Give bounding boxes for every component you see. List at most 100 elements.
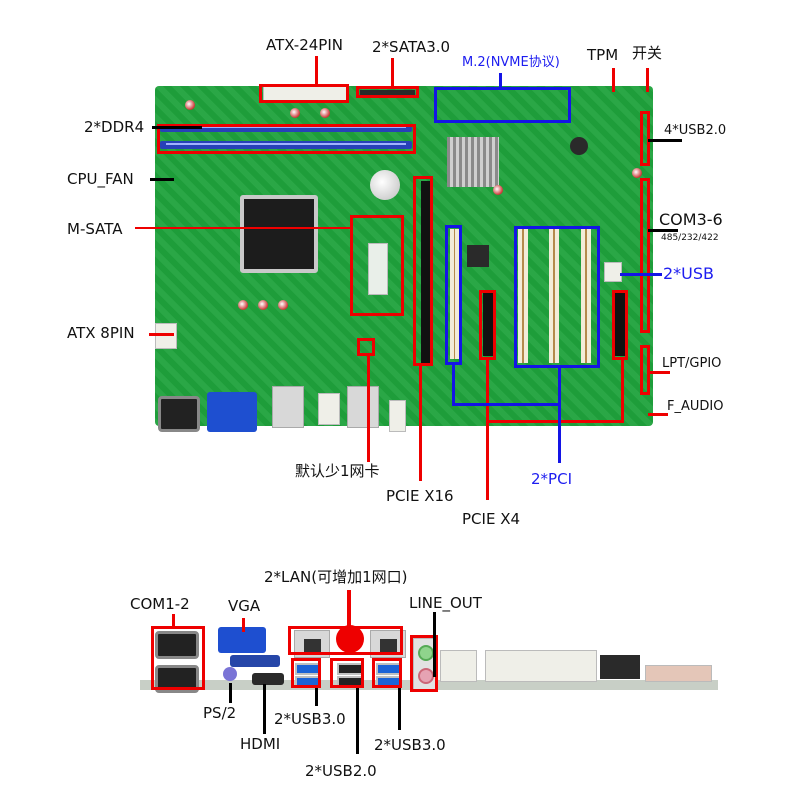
nic-note-label: 默认少1网卡 [295,462,380,480]
usb30-left-leader [315,688,318,706]
cpu-fan-label: CPU_FAN [67,170,134,188]
usb30-left-highlight [291,658,321,688]
vga-leader [242,618,245,632]
hdmi-leader [263,684,266,734]
line-out-highlight [410,635,438,692]
capacitor [238,300,248,310]
io-chip [467,245,489,267]
pcie-x4-label: PCIE X4 [462,510,521,528]
lan-port-1 [294,630,330,658]
capacitor [278,300,288,310]
pcie-x1-highlight [612,290,628,360]
lan-port-2-jack [379,638,397,652]
cpu-socket [240,195,318,273]
board-usb-port [318,393,340,425]
pci-slot-1 [518,229,528,363]
msata-highlight [350,215,404,316]
com36-leader [648,229,678,232]
usb-internal-label: 2*USB [663,264,715,283]
cmos-battery [370,170,400,200]
atx24-highlight [259,84,349,103]
hdmi-label: HDMI [240,735,281,753]
pcie-x4-leader [486,360,489,500]
capacitor [632,168,642,178]
lpt-leader [648,371,670,374]
pci-leader-h [452,403,560,406]
cpu-fan-leader [150,178,174,181]
pci-slot-2 [549,229,559,363]
io-heatsink [645,665,712,682]
chipset-heatsink [447,137,499,187]
atx8-connector [155,323,177,349]
pci-slot-short [450,229,459,359]
pci-highlight [514,226,600,368]
lan-leader [347,590,351,628]
hdmi-port [252,673,284,685]
pcie-x16-highlight [413,176,433,366]
usb20-header-leader [648,139,682,142]
board-lan-port-1 [272,386,304,428]
extra-lan-indicator [336,625,364,653]
usb30-left-label: 2*USB3.0 [274,710,346,728]
ps2-leader [229,683,232,703]
capacitor [320,108,330,118]
pci-slot-3 [581,229,591,363]
atx8-label: ATX 8PIN [67,324,135,342]
msata-leader [135,227,350,229]
usb30-right-label: 2*USB3.0 [374,736,446,754]
io-component [600,655,640,679]
lpt-header-highlight [640,345,650,395]
pcie-x16-label: PCIE X16 [386,487,454,505]
vga-bracket [230,655,280,667]
com36-sub-label: 485/232/422 [661,233,719,243]
pcie-x4-slot [483,293,493,356]
lpt-gpio-label: LPT/GPIO [662,356,722,371]
usb-internal-leader [620,273,662,276]
io-component [485,650,597,682]
board-audio-port [389,400,406,432]
usb20-header-label: 4*USB2.0 [664,123,727,138]
board-serial-port [158,396,200,432]
com36-header-highlight [640,178,650,333]
pcie-x1-slot [615,293,625,356]
usb30-right-leader [398,688,401,730]
com1-port [155,631,199,659]
f-audio-leader [648,413,668,416]
ddr4-label: 2*DDR4 [84,118,145,136]
switch-leader [646,68,649,92]
usb20-leader [356,688,359,754]
atx24-label: ATX-24PIN [266,36,343,54]
vga-label: VGA [228,597,261,615]
usb20-highlight [330,658,364,688]
f-audio-label: F_AUDIO [667,399,724,414]
msata-label: M-SATA [67,220,123,238]
pcie-x1-leader-v [621,360,624,422]
lan-port-1-jack [303,638,321,652]
sata-connectors [360,90,415,96]
com12-leader [172,614,175,628]
msata-card [368,243,388,295]
capacitor [185,100,195,110]
pci-short-highlight [445,225,462,365]
usb30-right-highlight [372,658,402,688]
m2-label: M.2(NVME协议) [462,55,560,70]
ps2-port [223,667,237,681]
capacitor [290,108,300,118]
board-lan-port-2 [347,386,379,428]
sata-label: 2*SATA3.0 [372,38,451,56]
sata-leader [391,58,394,88]
tpm-chip-highlight [357,338,375,356]
sata-highlight [356,86,419,98]
tpm-label: TPM [587,46,619,64]
ddr4-leader [152,126,202,129]
m2-leader [499,73,502,89]
pcie-x4-highlight [479,290,496,360]
board-vga-port [207,392,257,432]
pcie-x1-leader-h [486,420,624,423]
pci-leader-v [558,368,561,463]
ddr4-highlight [157,124,416,154]
dimm-slot-2 [160,141,412,149]
com36-label: COM3-6 [659,210,723,229]
capacitor [258,300,268,310]
internal-usb-port [604,262,622,282]
